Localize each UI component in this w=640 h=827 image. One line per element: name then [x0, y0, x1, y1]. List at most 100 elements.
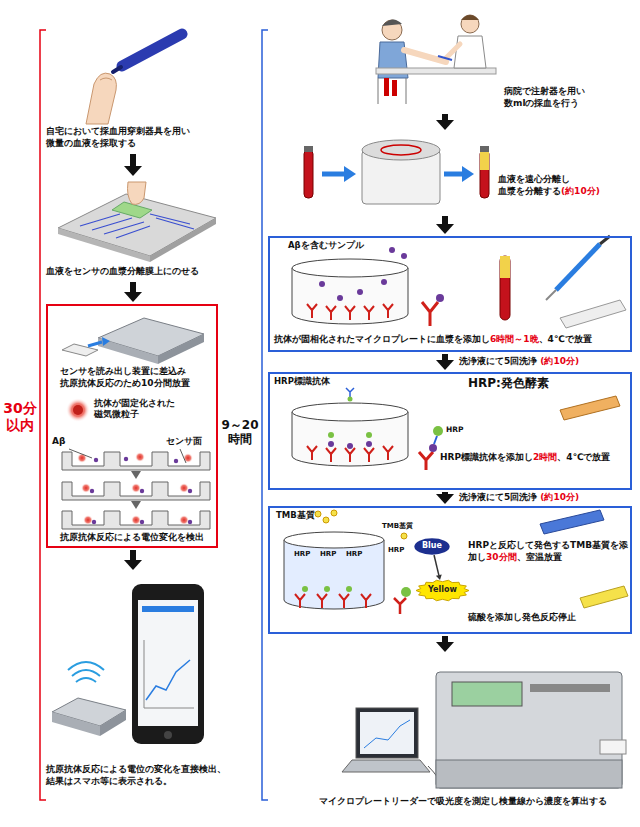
blood-draw-scene [376, 15, 496, 104]
label-text: Aβ [52, 436, 65, 446]
microplate-well [328, 432, 334, 438]
plate-reader [342, 672, 626, 788]
blood-draw-scene [392, 80, 397, 96]
process-step: 血液をセンサの血漿分離膜上にのせる [46, 178, 220, 280]
text-block: HRP標識抗体を添加し2時間、4℃で放置 [440, 452, 630, 464]
text-block: マイクロプレートリーダーで吸光度を測定し検量線から濃度を算出する [290, 796, 635, 808]
text-block: センサ面 [166, 436, 216, 447]
sensor-wells [179, 483, 189, 493]
smartphone [146, 660, 190, 700]
color-blob: Blue [414, 538, 450, 555]
assay-step-box: Aβを含むサンプル抗体が固相化されたマイクロプレートに血漿を添加し6時間～1晩、… [268, 236, 632, 352]
plate-reader [342, 760, 430, 772]
sensor-wells [174, 459, 178, 463]
microplate-well [348, 397, 353, 402]
leader-line [69, 449, 92, 458]
arrow-shaft [442, 354, 448, 361]
centrifuge [344, 166, 356, 182]
label-text: HRP [346, 550, 362, 558]
arrow-shaft [130, 154, 136, 167]
process-step: マイクロプレートリーダーで吸光度を測定し検量線から濃度を算出する [290, 654, 635, 812]
smartphone [138, 600, 198, 726]
microplate-well [284, 532, 384, 548]
connector-arrow [124, 282, 142, 302]
label-text: Blue [422, 541, 442, 550]
label-text: (約10分) [561, 186, 600, 196]
text-block: HRPと反応して発色するTMB基質を添加し30分間、室温放置 [468, 540, 628, 563]
sensor-wells [62, 511, 210, 529]
microplate-well [401, 253, 407, 259]
label-text: 6時間～1晩 [490, 334, 539, 344]
blood-draw-scene [376, 68, 496, 74]
label-text: HRP標識抗体を添加し [440, 452, 533, 462]
microplate-well [302, 586, 308, 592]
text-block: 抗体が固定化された 磁気微粒子 [94, 398, 210, 420]
label-text: 2時間 [533, 452, 557, 462]
flow-arrow [131, 501, 141, 509]
centrifuge [480, 150, 489, 170]
color-blob: Yellow [416, 580, 469, 601]
sensor-wells [183, 453, 193, 463]
connector-arrow [436, 636, 454, 652]
label-text: HRP [388, 546, 404, 554]
arrow-head [124, 292, 142, 302]
sensor-wells [131, 483, 141, 493]
finger-lancet [100, 78, 112, 80]
label-text: マイクロプレートリーダーで吸光度を測定し検量線から濃度を算出する [319, 796, 607, 806]
magnetic-particle [66, 398, 90, 422]
arrow-head [436, 574, 442, 580]
centrifuge [480, 146, 489, 152]
reader-device [68, 662, 104, 682]
plate-reader [452, 682, 522, 706]
sensor-wells [140, 520, 144, 524]
flow-arrow [131, 471, 141, 479]
sensor-wells [92, 520, 96, 524]
microplate-well [556, 244, 600, 290]
label-text: 自宅において採血用穿刺器具を用い 微量の血液を採取する [46, 126, 190, 148]
blood-draw-scene [461, 15, 479, 20]
microplate-well [292, 259, 408, 277]
centrifuge [304, 146, 313, 152]
microplate-well [560, 396, 620, 420]
process-step: 血液を遠心分離し 血漿を分離する(約10分) [290, 132, 632, 214]
label-text: 、4℃で放置 [539, 334, 592, 344]
microplate-well [328, 441, 334, 447]
sensor-wells [94, 458, 98, 462]
smartphone [164, 731, 172, 739]
label-text: 血液を遠心分離し 血漿を分離する [498, 174, 570, 196]
finger-lancet [113, 67, 121, 72]
microplate-well [284, 540, 384, 609]
microplate-well [366, 432, 372, 438]
label-text: HRP標識抗体 [274, 376, 330, 386]
arrow-head [124, 166, 142, 176]
microplate-well [500, 256, 510, 320]
microplate-well [500, 256, 510, 278]
label-text: 血液をセンサの血漿分離膜上にのせる [46, 266, 199, 276]
leader-line [180, 449, 186, 463]
text-block: HRP [388, 546, 412, 555]
text-block: HRP:発色酵素 [468, 376, 618, 392]
flow-arrow [131, 471, 141, 509]
microplate-well [307, 304, 393, 320]
microplate-well [381, 279, 387, 285]
text-block: HRP [294, 550, 318, 559]
reader-device [52, 662, 126, 736]
finger-lancet [86, 73, 116, 124]
blood-draw-scene [454, 36, 486, 68]
microplate-well [429, 444, 437, 452]
text-block: HRP [320, 550, 344, 559]
microplate-well [366, 441, 372, 447]
microplate-well [315, 511, 321, 517]
microplate-well [422, 302, 438, 326]
text-block: HRP [446, 425, 476, 435]
arrow-head [436, 360, 454, 370]
microplate-well [295, 594, 371, 608]
arrow-shaft [442, 114, 448, 121]
label-text: HRP:発色酵素 [468, 376, 549, 390]
microplate-well [394, 598, 406, 614]
leader-line [69, 449, 186, 463]
microplate-well [292, 403, 408, 421]
magnetic-particle [66, 398, 90, 422]
text-block: センサを読み出し装置に差込み 抗原抗体反応のため10分間放置 [60, 366, 214, 389]
